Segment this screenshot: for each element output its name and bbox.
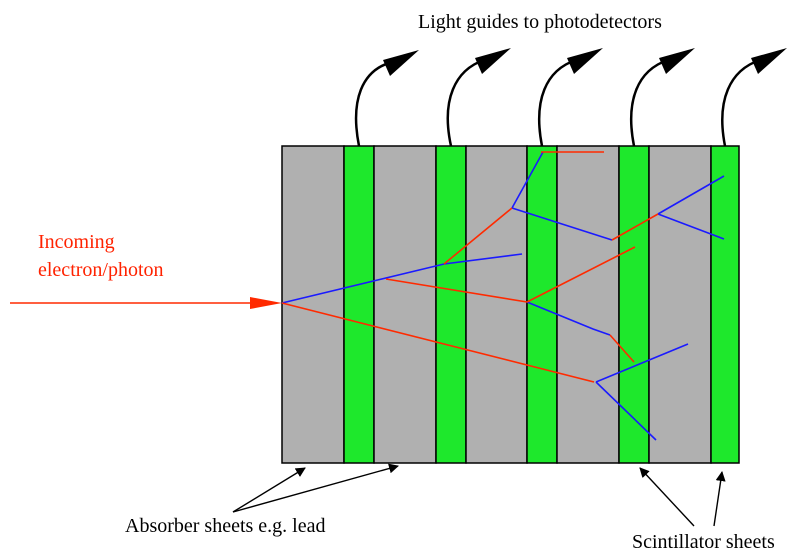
- photon-track: [657, 213, 725, 240]
- electron-track: [385, 278, 528, 303]
- light-guide-arrow-5: [721, 58, 761, 147]
- light-guide-arrow-2: [446, 58, 485, 147]
- scintillator-pointer-2: [713, 471, 726, 527]
- incoming-particle-arrowhead: [250, 297, 282, 309]
- incoming-label-line2: electron/photon: [38, 259, 164, 281]
- electron-track: [526, 246, 636, 303]
- absorber-sheet-3: [465, 145, 528, 464]
- photon-track: [511, 207, 613, 241]
- photon-track: [511, 151, 544, 209]
- photon-track: [595, 343, 689, 383]
- electron-track: [281, 302, 595, 383]
- scintillator-sheet-1: [343, 145, 375, 464]
- photon-track: [526, 301, 611, 336]
- arrowhead-1: [383, 50, 419, 76]
- light-guide-arrows: [354, 58, 761, 147]
- scintillator-sheet-4: [618, 145, 650, 464]
- light-guide-arrow-1: [354, 60, 393, 147]
- arrowhead-4: [659, 48, 695, 74]
- electron-track: [611, 213, 659, 241]
- scintillator-pointer-1: [639, 467, 695, 527]
- absorber-pointer-1: [232, 467, 306, 513]
- arrowhead-5: [751, 48, 787, 74]
- calorimeter-stack: [281, 145, 740, 464]
- electron-track: [609, 334, 635, 363]
- scintillator-sheet-5: [710, 145, 740, 464]
- photon-track: [657, 175, 725, 215]
- label-pointers: [232, 463, 726, 527]
- incoming-label-line1: Incoming: [38, 231, 115, 253]
- electron-tracks: [281, 151, 659, 383]
- photon-tracks: [281, 151, 725, 441]
- arrowhead-3: [567, 48, 603, 74]
- light-guides-label: Light guides to photodetectors: [418, 11, 662, 33]
- scintillator-label: Scintillator sheets: [632, 531, 775, 553]
- absorber-sheet-4: [556, 145, 620, 464]
- arrowhead-2: [475, 48, 511, 74]
- absorber-sheet-2: [373, 145, 437, 464]
- light-guide-arrow-3: [537, 58, 577, 147]
- electron-track: [443, 207, 513, 265]
- absorber-sheet-5: [648, 145, 712, 464]
- scintillator-sheet-2: [435, 145, 467, 464]
- light-guide-arrowheads: [383, 48, 787, 76]
- absorber-pointer-2: [232, 463, 399, 513]
- photon-track: [595, 381, 657, 441]
- absorber-sheet-1: [281, 145, 345, 464]
- absorber-label: Absorber sheets e.g. lead: [125, 515, 326, 537]
- light-guide-arrow-4: [629, 58, 669, 147]
